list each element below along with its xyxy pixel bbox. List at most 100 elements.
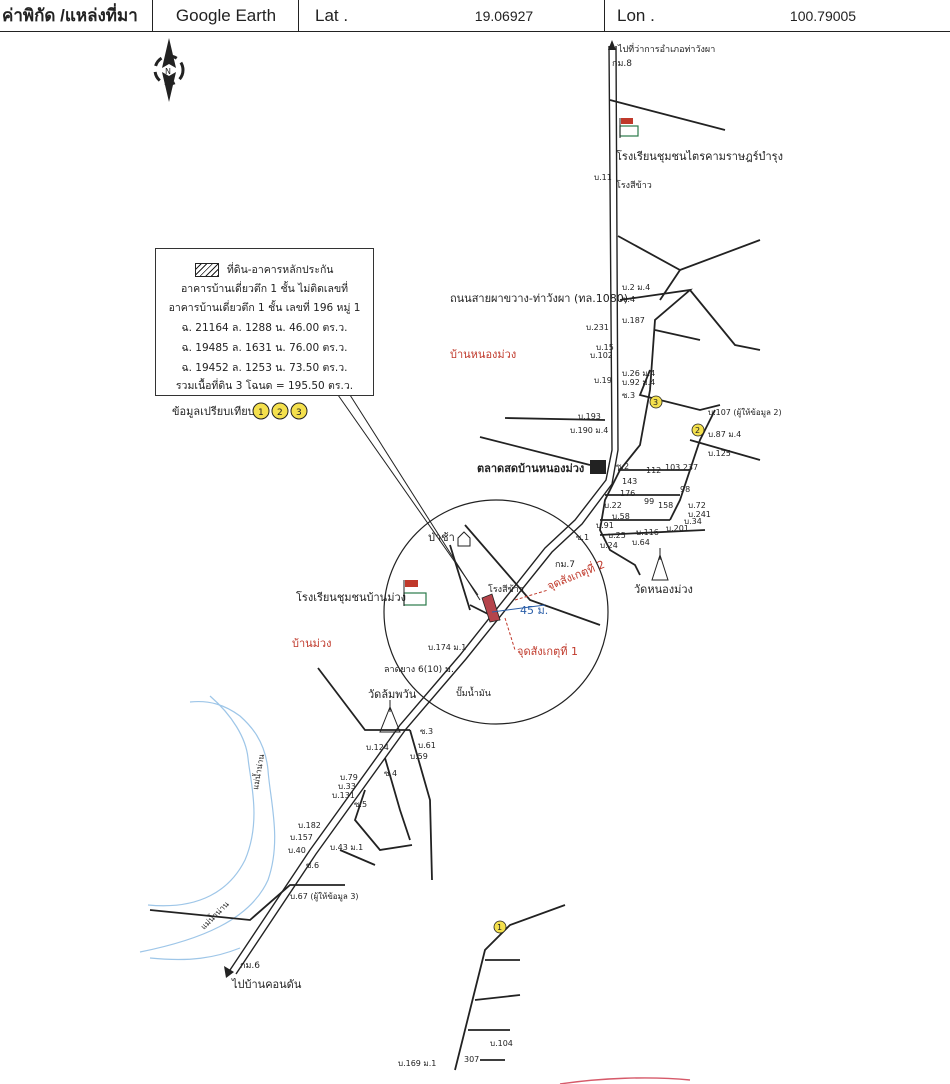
svg-text:ซ.3: ซ.3: [622, 391, 635, 400]
label-village-muang: บ้านม่วง: [292, 637, 331, 650]
svg-text:บ.190 ม.4: บ.190 ม.4: [570, 426, 608, 435]
svg-text:บ.174 ม.1: บ.174 ม.1: [428, 643, 466, 652]
marker-1: 1: [493, 920, 507, 934]
svg-text:บ.116: บ.116: [636, 528, 659, 537]
school-icon: [619, 118, 639, 138]
svg-text:บ.67 (ผู้ให้ข้อมูล 3): บ.67 (ผู้ให้ข้อมูล 3): [290, 892, 359, 902]
svg-text:ซ.4: ซ.4: [622, 295, 635, 304]
comparison-marker-3: 3: [290, 402, 308, 420]
svg-text:บ.124: บ.124: [366, 743, 389, 752]
info-line-5: ฉ. 19452 ล. 1253 น. 73.50 ตร.ว.: [181, 362, 348, 374]
svg-text:บ.182: บ.182: [298, 821, 321, 830]
svg-text:112: 112: [646, 466, 661, 475]
info-line-2: อาคารบ้านเดี่ยวตึก 1 ชั้น เลขที่ 196 หมู…: [168, 302, 361, 314]
svg-text:บ.19: บ.19: [594, 376, 612, 385]
svg-text:บ.2 ม.4: บ.2 ม.4: [622, 283, 650, 292]
svg-text:บ.59: บ.59: [410, 752, 428, 761]
subject-parcel: [481, 593, 501, 623]
school-icon: [403, 580, 427, 606]
lon-value: 100.79005: [696, 0, 950, 32]
svg-text:บ.58: บ.58: [612, 512, 630, 521]
svg-text:ซ.4: ซ.4: [384, 769, 397, 778]
svg-text:บ.102: บ.102: [590, 351, 613, 360]
svg-text:176: 176: [620, 489, 635, 498]
svg-text:บ.22: บ.22: [604, 501, 622, 510]
cemetery-icon: [457, 531, 471, 547]
comparison-marker-1: 1: [252, 402, 270, 420]
svg-text:บ.25: บ.25: [608, 531, 626, 540]
svg-text:1: 1: [497, 923, 502, 932]
svg-text:บ.169 ม.1: บ.169 ม.1: [398, 1059, 436, 1068]
market-icon: [590, 460, 606, 474]
info-line-1: อาคารบ้านเดี่ยวตึก 1 ชั้น ไม่ติดเลขที่: [180, 283, 349, 295]
highway-1080: [229, 45, 613, 971]
svg-text:บ.157: บ.157: [290, 833, 313, 842]
arrow-down-icon: [224, 966, 234, 978]
svg-text:บ.87 ม.4: บ.87 ม.4: [708, 430, 741, 439]
svg-text:บ.40: บ.40: [288, 846, 306, 855]
marker-3: 3: [649, 395, 663, 409]
svg-text:ซ.5: ซ.5: [354, 800, 367, 809]
label-obs2: จุดสังเกตุที่ 2: [545, 556, 607, 593]
coordinate-header: ค่าพิกัด /แหล่งที่มา Google Earth Lat . …: [0, 0, 950, 33]
lon-label: Lon .: [604, 0, 697, 32]
svg-text:บ.26 ม.4: บ.26 ม.4: [622, 369, 655, 378]
label-temple-lompian: วัดล้มพวัน: [368, 688, 417, 701]
label-km8: กม.8: [612, 59, 632, 69]
label-school-muang: โรงเรียนชุมชนบ้านม่วง: [296, 590, 406, 604]
svg-text:3: 3: [296, 408, 302, 418]
svg-text:บ.33: บ.33: [338, 782, 356, 791]
svg-text:307: 307: [464, 1055, 479, 1064]
subject-area-circle: [383, 499, 609, 725]
svg-text:บ.107 (ผู้ให้ข้อมูล 2): บ.107 (ผู้ให้ข้อมูล 2): [708, 408, 782, 418]
svg-text:บ.72: บ.72: [688, 501, 706, 510]
label-village-nongmuang: บ้านหนองม่วง: [450, 348, 516, 361]
svg-text:2: 2: [277, 408, 283, 418]
north-arrow-icon: N: [153, 38, 185, 102]
collateral-info-box: ที่ดิน-อาคารหลักประกัน อาคารบ้านเดี่ยวตึ…: [155, 248, 374, 396]
svg-text:143: 143: [622, 477, 637, 486]
svg-text:ซ.6: ซ.6: [306, 861, 319, 870]
label-rice-mill-top: โรงสีข้าว: [616, 180, 652, 191]
svg-text:บ.64: บ.64: [632, 538, 650, 547]
label-market: ตลาดสดบ้านหนองม่วง: [477, 462, 584, 475]
lat-value: 19.06927: [404, 0, 604, 32]
legend-text: ที่ดิน-อาคารหลักประกัน: [226, 264, 334, 276]
svg-text:158: 158: [658, 501, 673, 510]
marker-2: 2: [691, 423, 705, 437]
label-rice-mill: โรงสีข้าว: [488, 584, 524, 595]
svg-text:ซ.3: ซ.3: [420, 727, 433, 736]
info-line-6: รวมเนื้อที่ดิน 3 โฉนด = 195.50 ตร.ว.: [175, 380, 354, 392]
label-temple-nongmuang: วัดหนองม่วง: [634, 583, 693, 596]
svg-text:บ.231: บ.231: [586, 323, 609, 332]
source-value: Google Earth: [152, 0, 299, 32]
label-paved: ลาดยาง 6(10) ม.: [384, 665, 454, 675]
svg-text:บ.187: บ.187: [622, 316, 645, 325]
svg-text:103 237: 103 237: [665, 463, 698, 472]
svg-text:บ.241: บ.241: [688, 510, 711, 519]
temple-icon: [651, 548, 669, 581]
coord-source-label: ค่าพิกัด /แหล่งที่มา: [0, 0, 154, 32]
svg-text:2: 2: [695, 426, 700, 435]
svg-text:บ.193: บ.193: [578, 412, 601, 421]
comparison-label: ข้อมูลเปรียบเทียบ: [172, 405, 255, 418]
label-school-top: โรงเรียนชุมชนไตรคามราษฎร์บำรุง: [616, 149, 783, 163]
svg-text:ซ.2: ซ.2: [616, 462, 629, 471]
svg-text:บ.92 ม.4: บ.92 ม.4: [622, 378, 655, 387]
lat-label: Lat .: [298, 0, 405, 32]
temple-icon: [379, 700, 401, 733]
svg-text:3: 3: [653, 398, 658, 407]
label-km7: กม.7: [555, 560, 575, 570]
svg-text:บ.43 ม.1: บ.43 ม.1: [330, 843, 363, 852]
label-river-1: แม่น้ำน่าน: [249, 753, 266, 791]
svg-text:บ.24: บ.24: [600, 541, 618, 550]
svg-text:บ.201: บ.201: [666, 524, 689, 533]
river: [139, 695, 276, 961]
north-label: N: [165, 67, 171, 76]
info-line-3: ฉ. 21164 ล. 1288 น. 46.00 ตร.ว.: [181, 322, 348, 334]
svg-text:99: 99: [644, 497, 654, 506]
label-km6: กม.6: [240, 961, 260, 971]
house-labels: บ.11 บ.2 ม.4 ซ.4 บ.231 บ.187 บ.15 บ.102 …: [288, 173, 782, 1068]
svg-text:บ.34: บ.34: [684, 517, 702, 526]
